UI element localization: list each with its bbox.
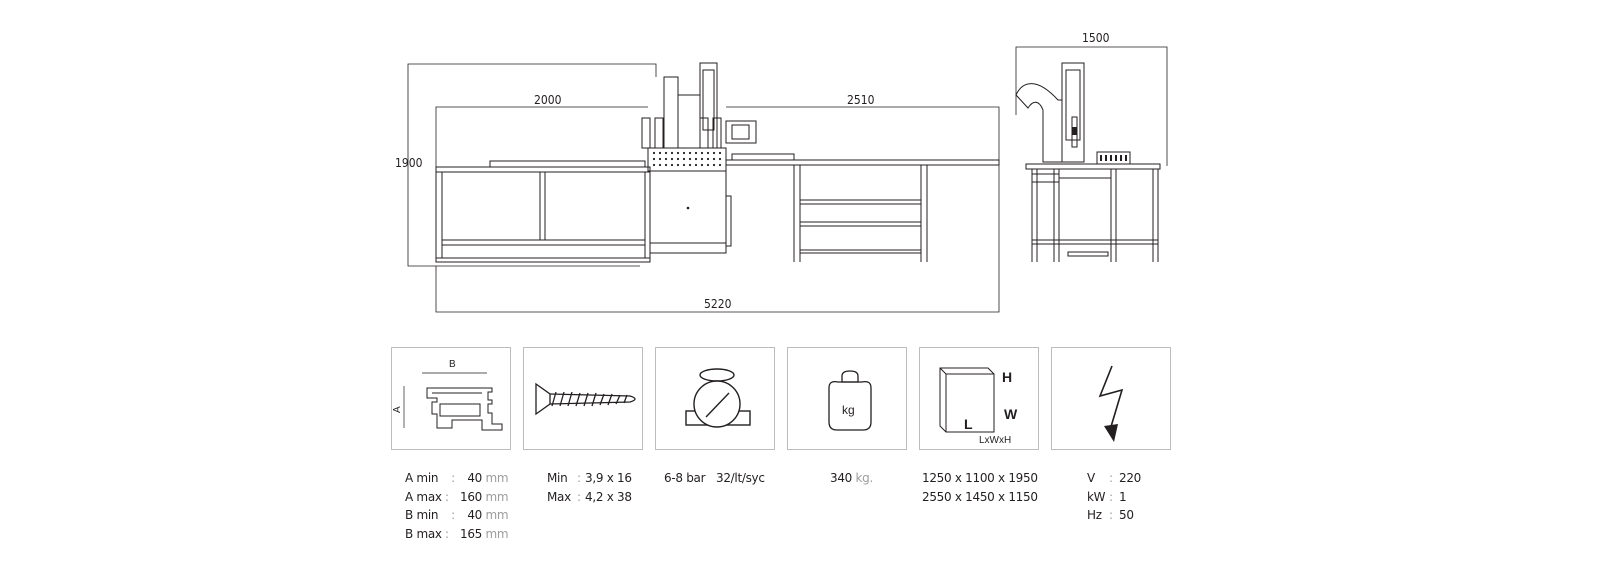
profile-section-box: B A: [391, 347, 511, 450]
weight-specs: 340 kg.: [830, 469, 873, 488]
profile-a-label: A: [392, 406, 403, 413]
machine-body: [641, 62, 757, 254]
side-view-details: [1072, 127, 1127, 161]
height-dimension-frame: [407, 63, 657, 267]
spec-row: Min:3,9 x 16: [547, 471, 632, 485]
package-specs: 1250 x 1100 x 1950 2550 x 1450 x 1150: [922, 469, 1038, 506]
screw-icon: [535, 382, 636, 416]
screw-box: [523, 347, 643, 450]
profile-section-icon: B A: [392, 359, 503, 431]
package-lwh-label: LxWxH: [979, 435, 1011, 446]
profile-specs: A min:40 mm A max:160 mm B min:40 mm B m…: [405, 469, 509, 543]
outfeed-dimension-label: 2510: [847, 93, 875, 107]
profile-b-label: B: [449, 359, 456, 370]
screw-specs: Min:3,9 x 16 Max:4,2 x 38: [547, 469, 632, 506]
spec-row: A min:40 mm: [405, 471, 509, 485]
infeed-table: [435, 160, 651, 263]
power-box: [1051, 347, 1171, 450]
side-view-machine: [1015, 62, 1161, 262]
total-dimension-label: 5220: [704, 297, 732, 311]
weight-box: kg: [787, 347, 907, 450]
infeed-dimension-label: 2000: [534, 93, 562, 107]
air-pressure-box: [655, 347, 775, 450]
spec-row: kW:1: [1087, 489, 1127, 504]
package-w-label: W: [1004, 406, 1018, 422]
power-specs: V:220 kW:1 Hz:50: [1087, 469, 1141, 525]
outfeed-dimension-frame: [726, 106, 1000, 160]
perforated-plate: [652, 151, 722, 210]
spec-row: A max:160 mm: [405, 489, 509, 504]
weight-icon: kg: [828, 370, 872, 431]
package-box: H W L LxWxH: [919, 347, 1039, 450]
infeed-dimension-frame: [435, 106, 648, 175]
spec-row: B min:40 mm: [405, 508, 509, 522]
height-dimension-label: 1900: [395, 156, 423, 170]
spec-row: 1250 x 1100 x 1950: [922, 471, 1038, 485]
weight-unit-label: kg: [842, 403, 855, 417]
spec-row: V:220: [1087, 471, 1142, 485]
side-dimension-label: 1500: [1082, 31, 1110, 45]
machine-drawing: [407, 46, 1168, 313]
package-h-label: H: [1002, 369, 1012, 385]
lightning-icon: [1098, 365, 1124, 442]
spec-row: Hz:50: [1087, 508, 1134, 522]
pressure-gauge-icon: [685, 368, 751, 428]
outfeed-table: [725, 153, 1000, 262]
package-box-icon: H W L LxWxH: [939, 367, 1018, 446]
spec-row: 2550 x 1450 x 1150: [922, 489, 1038, 504]
spec-row: B max:165 mm: [405, 526, 509, 541]
spec-row: 340 kg.: [830, 471, 874, 485]
total-dimension-frame: [435, 165, 1000, 313]
spec-row: Max:4,2 x 38: [547, 489, 632, 504]
package-l-label: L: [964, 416, 973, 432]
side-dimension-frame: [1015, 46, 1168, 166]
